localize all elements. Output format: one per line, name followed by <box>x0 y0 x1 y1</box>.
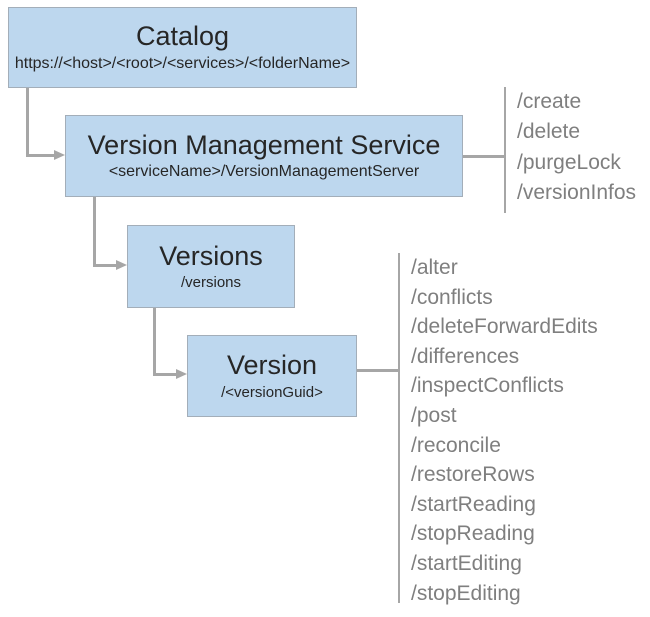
connector-catalog-vms-horizontal <box>26 154 55 157</box>
node-version-management-service: Version Management Service <serviceName>… <box>65 115 463 197</box>
operation-item: /purgeLock <box>517 150 621 174</box>
operation-item: /reconcile <box>411 433 501 457</box>
connector-versions-version-horizontal <box>153 373 177 376</box>
connector-versions-version-vertical <box>153 308 156 376</box>
catalog-title: Catalog <box>135 21 230 52</box>
version-title: Version <box>226 350 318 381</box>
operation-item: /conflicts <box>411 285 493 309</box>
operation-item: /stopEditing <box>411 581 521 605</box>
operation-item: /versionInfos <box>517 181 637 205</box>
operation-item: /alter <box>411 256 458 279</box>
vms-operations-list: /create/delete/purgeLock/versionInfos <box>504 87 636 213</box>
arrowhead-icon <box>176 369 187 379</box>
connector-vms-versions-horizontal <box>93 264 117 267</box>
operation-item: /inspectConflicts <box>411 374 564 398</box>
node-versions: Versions /versions <box>127 225 295 308</box>
vms-url-pattern: <serviceName>/VersionManagementServer <box>108 163 420 181</box>
operation-item: /stopReading <box>411 522 535 546</box>
arrowhead-icon <box>54 150 65 160</box>
node-catalog: Catalog https://<host>/<root>/<services>… <box>8 7 357 88</box>
arrowhead-icon <box>116 260 127 270</box>
catalog-url-pattern: https://<host>/<root>/<services>/<folder… <box>14 54 351 72</box>
operation-item: /post <box>411 403 457 427</box>
versions-title: Versions <box>159 240 263 271</box>
connector-version-operations <box>357 369 398 372</box>
vms-title: Version Management Service <box>87 129 441 160</box>
operation-item: /restoreRows <box>411 463 535 487</box>
connector-vms-operations <box>463 155 504 158</box>
operation-item: /create <box>517 90 582 113</box>
operation-item: /differences <box>411 344 520 368</box>
connector-vms-versions-vertical <box>93 197 96 266</box>
operation-item: /startReading <box>411 492 536 516</box>
operation-item: /delete <box>517 120 581 144</box>
versions-url-pattern: /versions <box>180 274 242 292</box>
operation-item: /startEditing <box>411 551 522 575</box>
operation-item: /deleteForwardEdits <box>411 315 598 339</box>
version-operations-list: /alter/conflicts/deleteForwardEdits/diff… <box>398 253 598 605</box>
version-url-pattern: /<versionGuid> <box>221 383 323 401</box>
connector-catalog-vms-vertical <box>26 88 29 157</box>
node-version: Version /<versionGuid> <box>187 335 357 417</box>
